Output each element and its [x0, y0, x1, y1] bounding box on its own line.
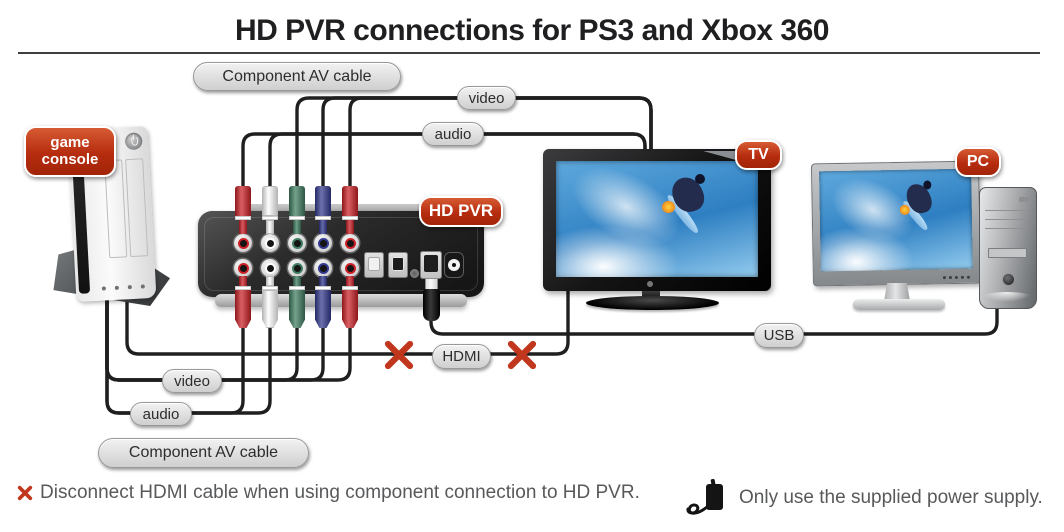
rca-plug-white: [262, 276, 278, 328]
x-mark-icon: [507, 340, 537, 370]
pc-monitor-stand-neck: [884, 283, 910, 301]
label-video-to-console: video: [162, 369, 222, 393]
console-foot-dot: [114, 285, 119, 290]
snowboarder: [657, 173, 718, 237]
rca-jack-red: [234, 234, 252, 252]
rca-jack-red: [234, 259, 252, 277]
console-foot-dot: [101, 286, 106, 291]
rca-plug-red: [342, 186, 358, 234]
optical-port: [364, 252, 384, 278]
tv: [543, 149, 771, 291]
hdmi-warning-note: Disconnect HDMI cable when using compone…: [17, 482, 640, 504]
tower-highlight: [982, 292, 1032, 302]
title-divider: [18, 52, 1040, 54]
console-foot-dot: [127, 285, 132, 290]
label-game-console: game console: [24, 126, 116, 177]
rca-plug-blue: [315, 276, 331, 328]
rca-plug-green: [289, 186, 305, 234]
reset-hole: [410, 269, 419, 278]
label-component-av-cable-top: Component AV cable: [193, 62, 401, 91]
cable-usb-pvr-to-pc: [429, 299, 999, 336]
label-pc: PC: [955, 147, 1001, 177]
label-hdmi: HDMI: [432, 344, 491, 369]
cable-hdmi-console-to-tv: [125, 286, 570, 356]
label-usb: USB: [754, 323, 804, 348]
console-foot-dot: [140, 284, 145, 289]
rca-plug-green: [289, 276, 305, 328]
x-mark-icon: [17, 485, 33, 501]
rca-plug-red: [342, 276, 358, 328]
rca-jack-white: [261, 259, 279, 277]
label-video-to-tv: video: [457, 86, 516, 110]
label-hd-pvr: HD PVR: [419, 196, 503, 227]
tower-bay-line: [985, 219, 1029, 220]
tower-badge: [1019, 197, 1029, 202]
page-title: HD PVR connections for PS3 and Xbox 360: [235, 14, 829, 47]
usb-plug-collar: [425, 278, 438, 290]
label-audio-to-tv: audio: [422, 122, 484, 146]
tower-bay-line: [985, 210, 1029, 211]
rca-jack-blue: [314, 234, 332, 252]
tower-drive-slot: [988, 248, 1027, 258]
pc-monitor-stand-base: [853, 299, 945, 310]
tv-stand-base: [586, 296, 719, 310]
power-button-icon: [124, 132, 143, 151]
footnotes: Disconnect HDMI cable when using compone…: [0, 474, 1064, 518]
power-supply-note: Only use the supplied power supply.: [686, 478, 1043, 518]
hd-pvr-rear-panel: [204, 217, 478, 291]
optical-port: [388, 252, 408, 278]
tv-power-led: [647, 281, 653, 287]
tv-stand-neck: [642, 291, 660, 300]
rca-plug-blue: [315, 186, 331, 234]
rca-jack-green: [288, 234, 306, 252]
snow-bank: [556, 225, 680, 277]
tv-screen: [556, 161, 758, 277]
x-mark-icon: [384, 340, 414, 370]
rca-jack-green: [288, 259, 306, 277]
usb-port: [420, 251, 442, 279]
rca-plug-red: [235, 186, 251, 234]
snowboarder: [895, 180, 941, 236]
pc-screen: [819, 168, 973, 272]
power-jack: [444, 252, 464, 278]
monitor-control-buttons: [942, 275, 970, 280]
power-adapter-icon: [686, 478, 723, 515]
hdmi-warning-text: Disconnect HDMI cable when using compone…: [40, 482, 640, 503]
rca-plug-white: [262, 186, 278, 234]
label-tv: TV: [735, 140, 782, 170]
rca-jack-blue: [314, 259, 332, 277]
tower-power-button: [1003, 274, 1014, 285]
rca-jack-white: [261, 234, 279, 252]
game-console-vent: [125, 158, 149, 258]
label-audio-to-console: audio: [130, 402, 192, 426]
rca-plug-red: [235, 276, 251, 328]
usb-plug: [423, 289, 440, 321]
rca-jack-red: [341, 234, 359, 252]
pc-monitor: [810, 160, 982, 287]
tower-bay-line: [985, 228, 1029, 229]
label-component-av-cable-bottom: Component AV cable: [98, 438, 309, 468]
hd-pvr-base: [215, 294, 467, 307]
power-supply-text: Only use the supplied power supply.: [739, 487, 1043, 508]
pc-tower: [979, 187, 1037, 309]
rca-jack-red: [341, 259, 359, 277]
